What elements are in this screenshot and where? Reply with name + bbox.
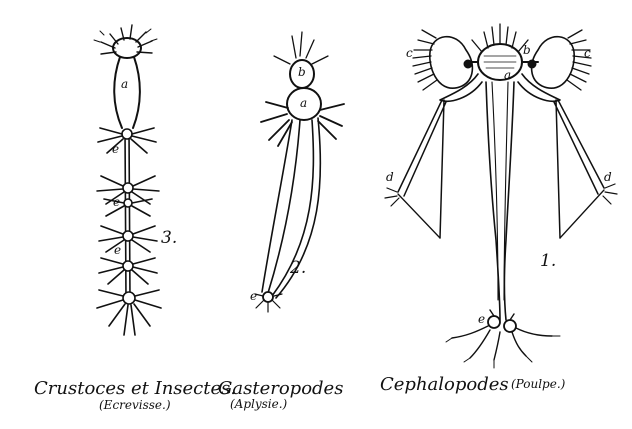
label-b-cephalopod: b [523, 43, 531, 57]
gastropod-ganglion-e [263, 292, 273, 302]
caption-cephalopods-subtitle: (Poulpe.) [511, 377, 565, 391]
caption-crustaceans-subtitle: (Ecrevisse.) [99, 398, 171, 412]
label-e-gastropod: e [250, 289, 257, 303]
label-b-gastropod: b [298, 65, 306, 79]
label-c-cephalopod-right: c [584, 46, 591, 60]
figure-number-1: 1. [540, 251, 556, 271]
label-e-crustacean-3: e [114, 243, 121, 257]
label-e-cephalopod: e [478, 312, 485, 326]
label-c-cephalopod-left: c [406, 46, 413, 60]
caption-crustaceans-title: Crustoces et Insectes. [34, 378, 236, 399]
cephalopod-nervous-system [385, 24, 617, 368]
label-d-cephalopod-right: d [604, 170, 612, 184]
label-a-gastropod: a [300, 96, 307, 110]
label-d-cephalopod-left: d [386, 170, 394, 184]
label-a-cephalopod: a [504, 68, 511, 82]
figure-number-3: 3. [161, 228, 177, 248]
crustacean-nerve-chain [94, 25, 161, 335]
caption-gastropods-title: Gasteropodes [218, 378, 343, 399]
label-a-crustacean: a [121, 77, 128, 91]
figure-number-2: 2. [290, 258, 306, 278]
label-e-crustacean-1: e [112, 142, 119, 156]
caption-cephalopods-title: Cephalopodes [380, 374, 509, 395]
label-e-crustacean-2: e [113, 195, 120, 209]
caption-gastropods-subtitle: (Aplysie.) [230, 397, 287, 411]
